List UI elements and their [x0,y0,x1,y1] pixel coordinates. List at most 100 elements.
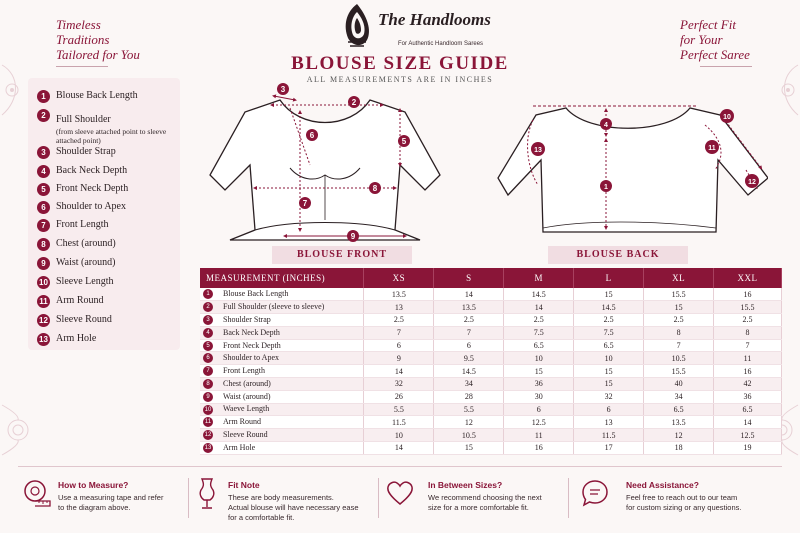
value-cell: 2.5 [503,313,575,327]
value-cell: 28 [433,390,505,404]
row-number-badge: 5 [203,340,213,351]
value-cell: 14 [433,288,505,302]
value-cell: 14 [503,300,575,315]
legend-number-badge: 3 [37,146,50,159]
front-marker-7-label: 7 [303,199,308,208]
tagline-left-line-1: Timeless [56,17,101,32]
legend-number-badge: 12 [37,314,50,327]
dress-form-icon [199,478,215,509]
legend-label: Sleeve Round [56,314,112,325]
chat-bubble-icon [582,480,608,507]
value-cell: 2.5 [433,313,505,327]
tagline-left-line-3: Tailored for You [56,47,140,62]
info-divider [568,478,569,518]
value-cell: 5.5 [363,403,435,417]
measurement-label: Shoulder to Apex [223,353,279,363]
paisley-logo-icon [345,4,369,47]
column-header-xl: XL [643,268,715,288]
value-cell: 9 [363,351,435,366]
legend-item: 12 Sleeve Round [37,314,112,327]
value-cell: 32 [573,390,645,404]
info-text-line: These are body measurements. [228,493,334,502]
tagline-left-line-2: Traditions [56,32,110,47]
value-cell: 12 [643,428,715,443]
back-marker-12-label: 12 [748,179,756,186]
legend-label: Sleeve Length [56,276,114,287]
back-marker-4 [600,118,612,130]
value-cell: 11 [503,428,575,443]
measurement-label: Shoulder Strap [223,314,271,324]
front-marker-9 [347,230,359,242]
row-number-badge: 8 [203,379,213,390]
value-cell: 8 [643,326,715,340]
value-cell: 16 [713,364,782,379]
value-cell: 6 [363,339,435,353]
value-cell: 34 [433,377,505,391]
row-number-badge: 9 [203,391,213,402]
front-marker-9-label: 9 [351,232,356,241]
legend-number-badge: 8 [37,238,50,251]
back-marker-4-label: 4 [604,122,608,129]
info-fit-note: Fit Note These are body measurements.Act… [228,480,378,523]
value-cell: 13.5 [363,288,435,302]
value-cell: 34 [643,390,715,404]
tagline-right: Perfect Fit for Your Perfect Saree [680,17,770,62]
legend-item: 7 Front Length [37,219,109,232]
legend-label: Front Length [56,219,109,230]
value-cell: 14.5 [503,288,575,302]
info-in-between-sizes: In Between Sizes? We recommend choosing … [428,480,568,513]
back-marker-13-label: 13 [534,147,542,154]
info-text-line: We recommend choosing the next [428,493,542,502]
legend-number-badge: 2 [37,109,50,122]
legend-number-badge: 9 [37,257,50,270]
info-title: Need Assistance? [626,480,699,490]
legend-label: Shoulder Strap [56,146,116,157]
value-cell: 14.5 [433,364,505,379]
measurement-cell: 13 Arm Hole [200,441,365,455]
value-cell: 9.5 [433,351,505,366]
value-cell: 7 [433,326,505,340]
measurement-legend-panel [28,78,180,350]
legend-label: Chest (around) [56,238,116,249]
measurement-label: Back Neck Depth [223,327,280,337]
value-cell: 15 [433,441,505,455]
legend-number-badge: 10 [37,276,50,289]
info-how-to-measure: How to Measure? Use a measuring tape and… [58,480,188,513]
value-cell: 7.5 [503,326,575,340]
column-header-xxl: XXL [713,268,782,288]
legend-label: Waist (around) [56,257,116,268]
legend-number-badge: 7 [37,219,50,232]
measurement-label: Arm Hole [223,442,256,452]
info-divider [188,478,189,518]
row-number-badge: 3 [203,315,213,326]
value-cell: 11 [713,351,782,366]
value-cell: 32 [363,377,435,391]
legend-number-badge: 1 [37,90,50,103]
info-text-line: Feel free to reach out to our team [626,493,738,502]
legend-number-badge: 13 [37,333,50,346]
column-header-s: S [433,268,505,288]
heart-icon [387,481,413,505]
tagline-right-rule [700,66,752,67]
value-cell: 6.5 [573,339,645,353]
blouse-back-diagram: 4 13 1 10 11 12 [497,105,768,233]
back-marker-11 [705,140,719,154]
measurement-label: Chest (around) [223,378,271,388]
info-text-line: for a comfortable fit. [228,513,295,522]
row-number-badge: 13 [203,443,213,454]
legend-label: Full Shoulder [56,114,111,125]
measurement-label: Full Shoulder (sleeve to sleeve) [223,302,325,312]
info-text: These are body measurements.Actual blous… [228,493,378,523]
